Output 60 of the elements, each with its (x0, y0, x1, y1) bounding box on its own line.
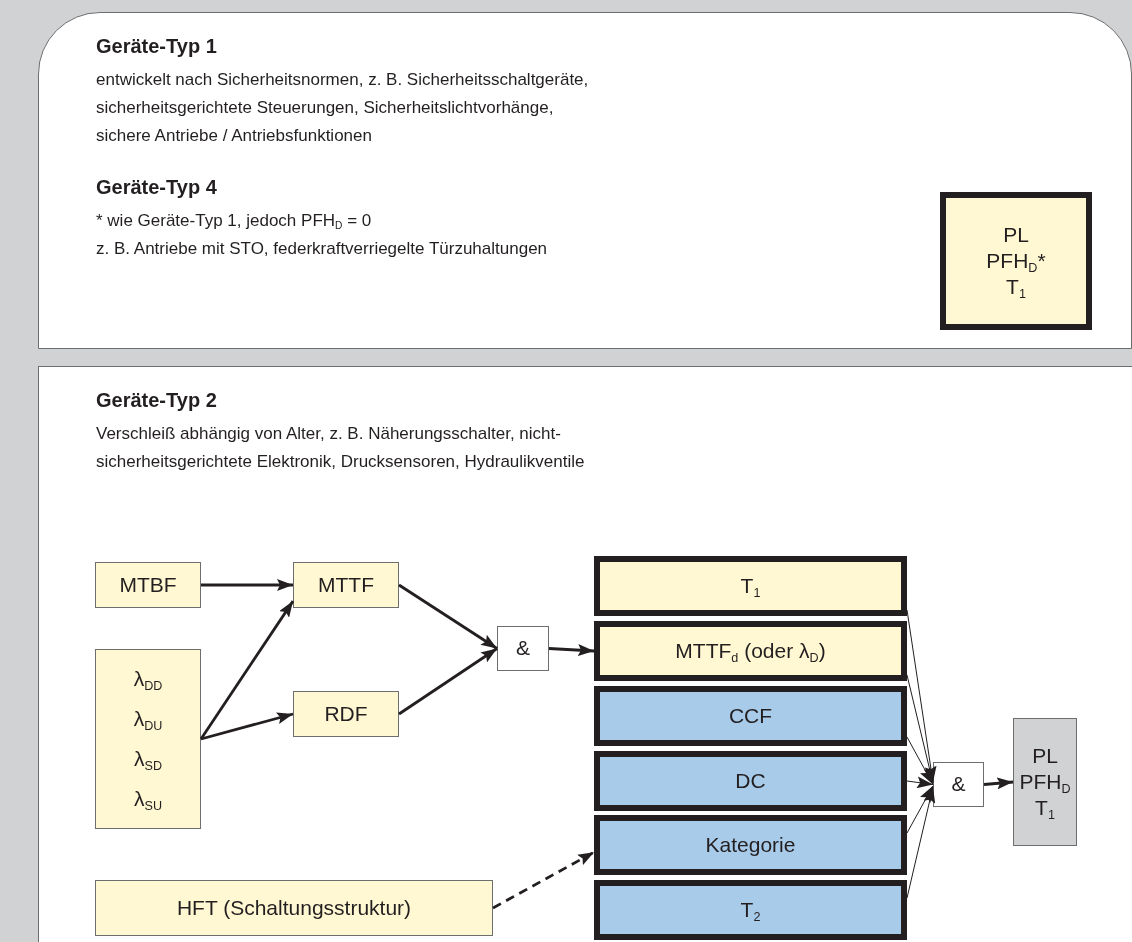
arrow (906, 785, 934, 834)
box-label: PFH$_{D}$ (1019, 768, 1071, 796)
box-label: λ$_{SU}$ (134, 786, 162, 815)
arrow (398, 583, 498, 650)
process-box (594, 686, 907, 746)
box-label: DC (735, 767, 766, 794)
box-label: & (516, 635, 530, 662)
section-heading: Geräte-Typ 1 (96, 35, 218, 58)
arrow (906, 736, 934, 785)
process-box (95, 880, 493, 936)
box-label: PFH$_{D}$* (986, 247, 1046, 275)
arrow (398, 647, 498, 716)
box-label: CCF (728, 702, 773, 729)
box-label: MTTF$_{d}$ (oder λ$_{D}$) (675, 637, 826, 665)
box-label: λ$_{DD}$ (133, 666, 163, 695)
logic-gate-box (933, 762, 984, 807)
arrow (906, 609, 937, 783)
arrow (199, 600, 295, 740)
process-box (293, 691, 399, 737)
box-label: HFT (Schaltungsstruktur) (176, 894, 412, 921)
process-box (293, 562, 399, 608)
arrow (201, 579, 293, 591)
box-label: T$_{1}$ (1006, 274, 1026, 301)
box-label: PL (1003, 221, 1029, 248)
description-text: z. B. Antriebe mit STO, federkraftverriegelte Türzuhaltungen (96, 238, 549, 260)
box-label: Kategorie (705, 831, 796, 858)
logic-gate-box (497, 626, 549, 671)
box-label: PL (1032, 742, 1058, 769)
dashed-arrow (492, 850, 595, 910)
box-label: λ$_{SD}$ (134, 746, 162, 775)
panel (38, 12, 1132, 349)
process-box (940, 192, 1092, 330)
box-label: T$_{2}$ (740, 896, 761, 924)
description-text: Verschleiß abhängig von Alter, z. B. Näherungsschalter, nicht-sicherheitsgerichtete Elektronik, Drucksensoren, Hydraulikventile (96, 423, 586, 473)
box-label: MTTF (318, 571, 374, 598)
process-box (594, 751, 907, 811)
box-label: & (951, 771, 966, 798)
box-label: RDF (324, 700, 368, 727)
box-label: MTBF (119, 571, 177, 598)
process-box (594, 815, 907, 875)
description-text: * wie Geräte-Typ 1, jedoch PFH$_{D}$ = 0 (96, 210, 373, 234)
process-box (95, 562, 201, 608)
panel (38, 366, 1132, 942)
box-label: T$_{1}$ (740, 572, 761, 600)
description-text: entwickelt nach Sicherheitsnormen, z. B. Sicherheitsschaltgeräte, sicherheitsgerichtete Steuerungen, Sicherheitslichtvorhänge, sichere Antriebe / Antriebsfunktionen (96, 69, 590, 147)
section-heading: Geräte-Typ 4 (96, 176, 218, 199)
arrow (906, 776, 934, 789)
process-box (95, 649, 201, 829)
logic-gate-box (1013, 718, 1077, 846)
arrow (200, 712, 294, 741)
process-box (594, 880, 907, 940)
process-box (594, 621, 907, 681)
arrow (906, 786, 936, 899)
arrow (983, 777, 1014, 790)
arrow (906, 674, 936, 784)
box-label: λ$_{DU}$ (133, 706, 163, 735)
box-label: T$_{1}$ (1035, 795, 1055, 822)
process-box (594, 556, 907, 616)
section-heading: Geräte-Typ 2 (96, 389, 218, 412)
arrow (548, 644, 595, 657)
